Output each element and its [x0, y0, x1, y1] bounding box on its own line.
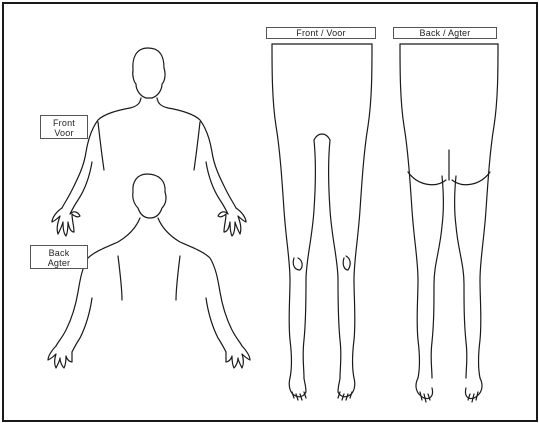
front-legs-figure	[272, 44, 372, 400]
back-legs-label: Back / Agter	[393, 27, 497, 39]
back-upper-body-figure	[48, 174, 250, 368]
back-upper-label-line1: Back	[31, 248, 87, 258]
front-head	[133, 48, 165, 98]
front-upper-label-line1: Front	[41, 118, 87, 128]
front-upper-label: Front Voor	[40, 115, 88, 139]
back-upper-label-line2: Agter	[31, 258, 87, 268]
front-upper-body-figure	[52, 48, 246, 236]
front-upper-label-line2: Voor	[41, 128, 87, 138]
back-legs-figure	[400, 44, 498, 402]
back-head	[133, 174, 166, 218]
back-upper-label: Back Agter	[30, 245, 88, 269]
front-legs-label: Front / Voor	[266, 27, 376, 39]
